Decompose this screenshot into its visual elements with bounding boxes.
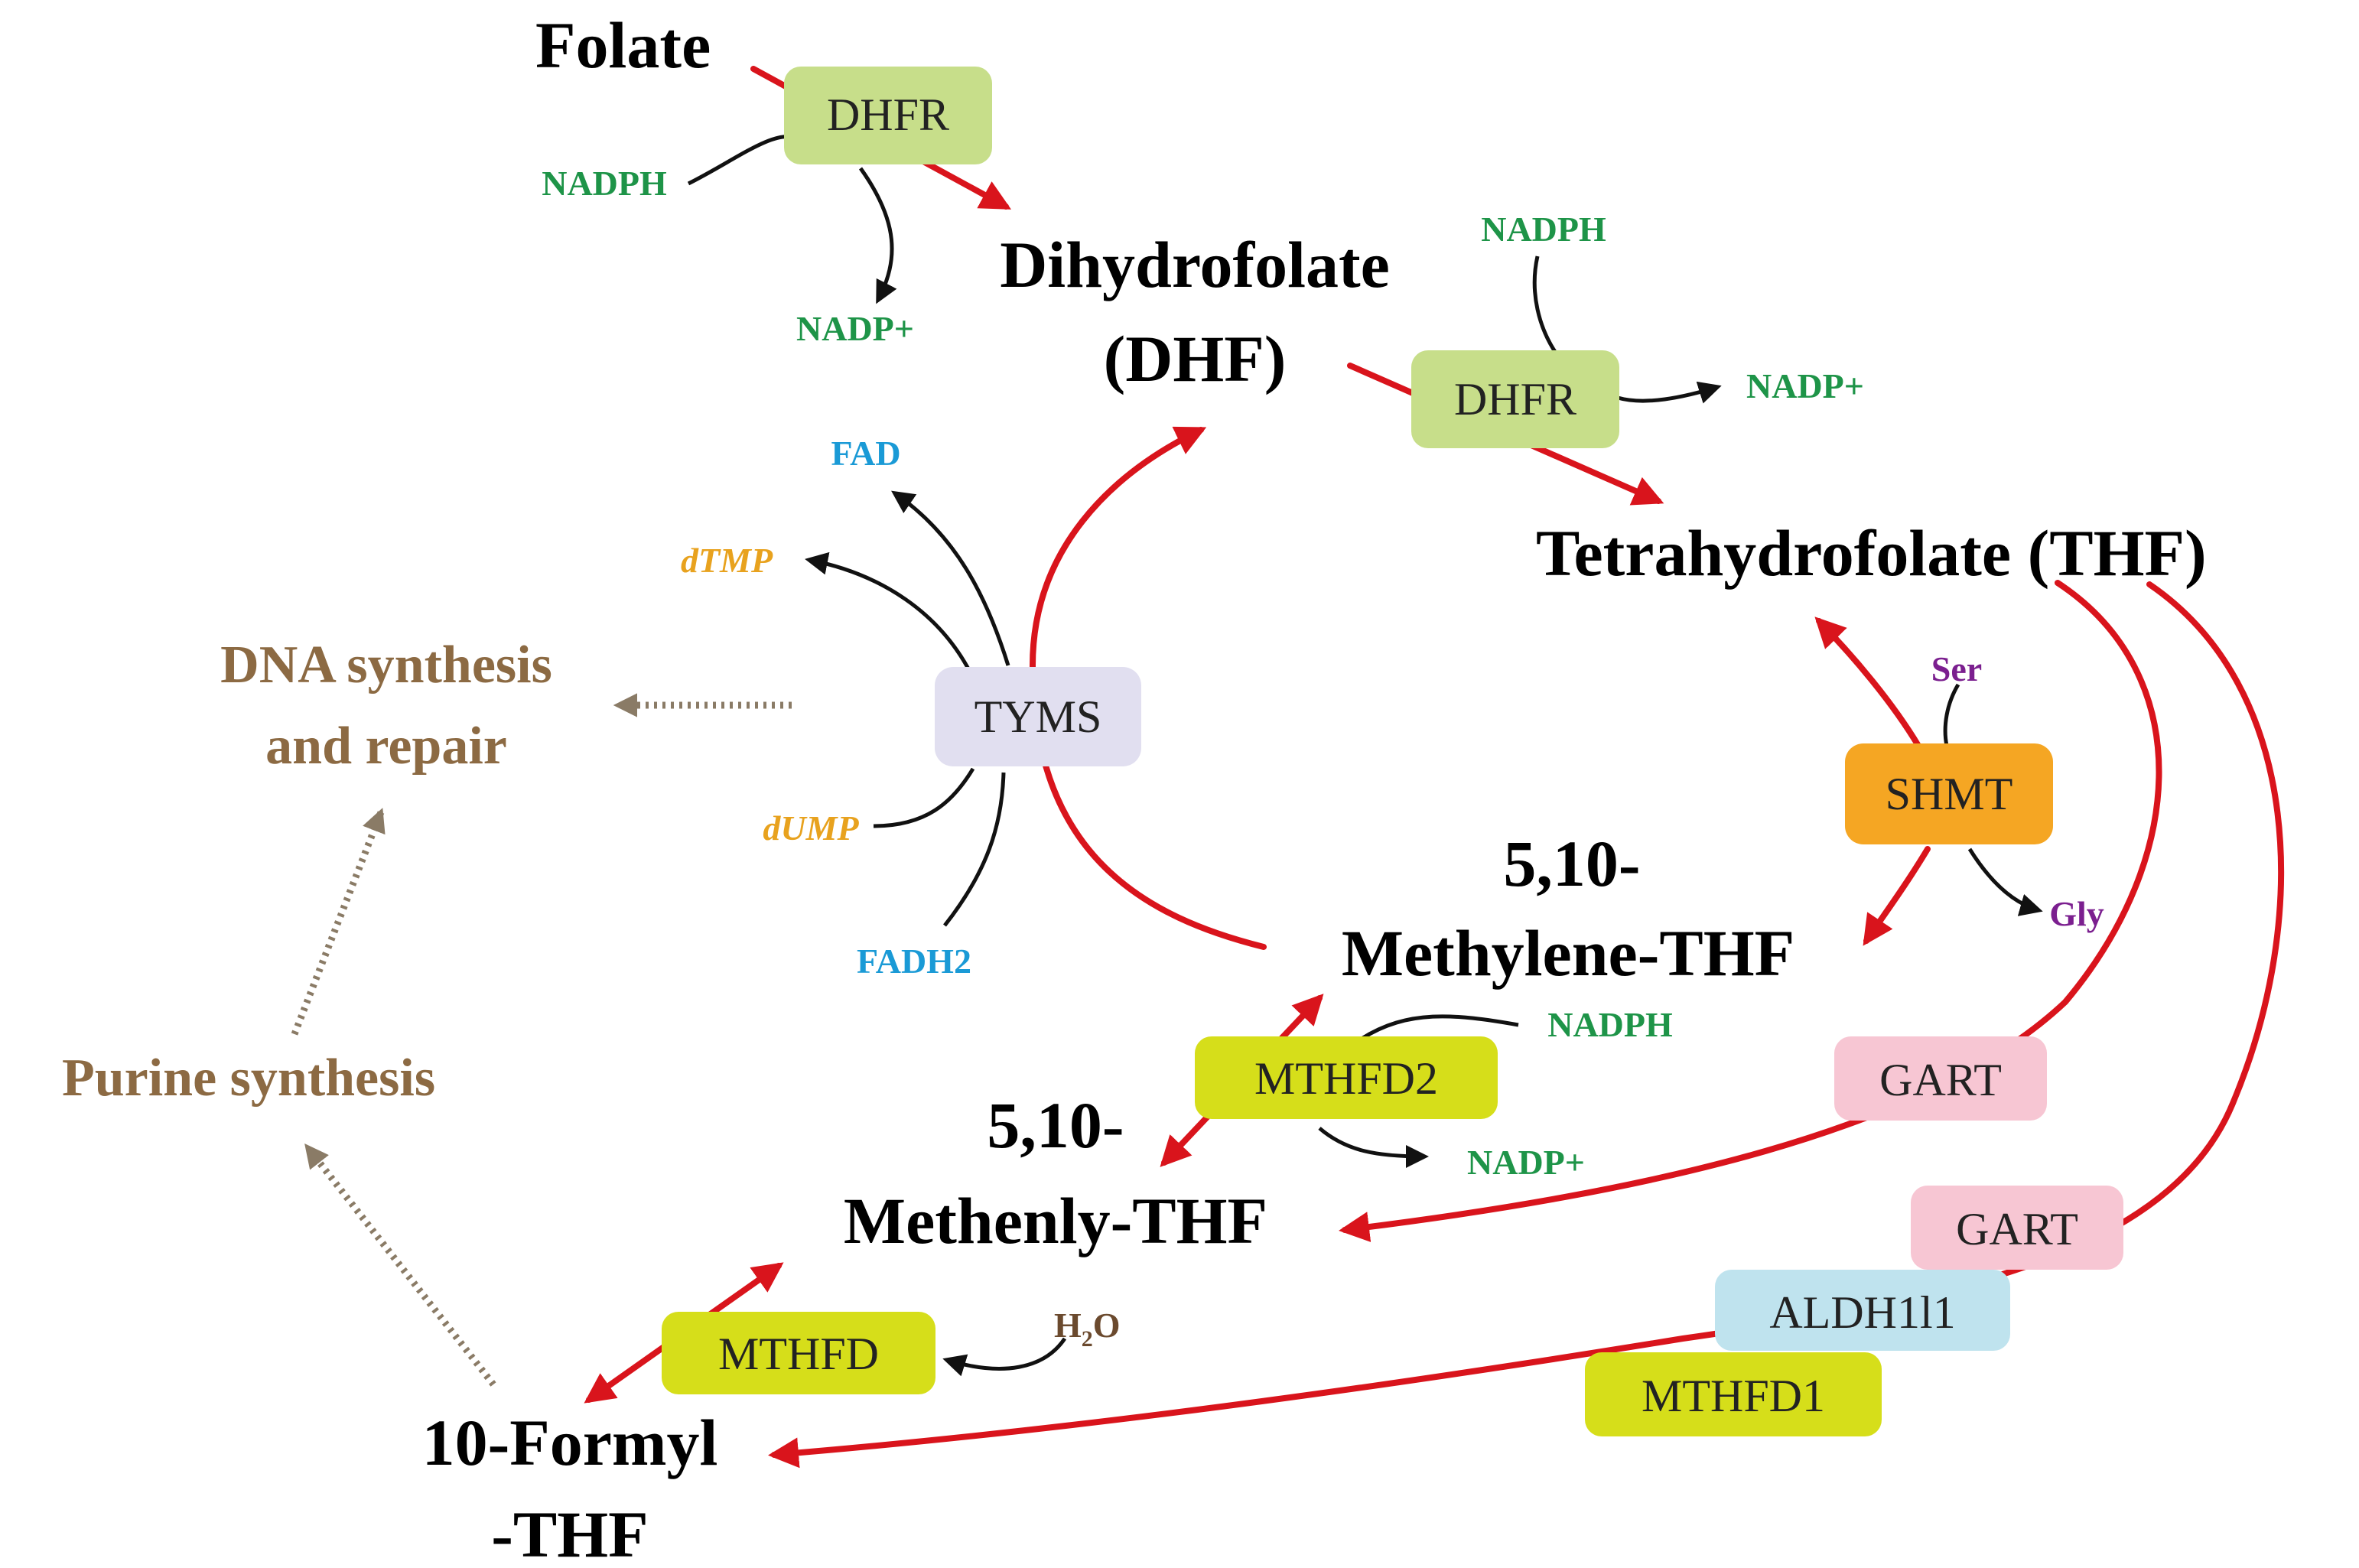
- enzyme-box: [1411, 350, 1619, 448]
- arrow-purine-to-dna-synthesis: [291, 808, 386, 1036]
- enzyme-box: [1715, 1270, 2010, 1351]
- enzyme-label: MTHFD1: [1642, 1371, 1825, 1421]
- metabolite-methenyl-line1: 5,10-: [987, 1088, 1124, 1162]
- arrow-fadh2-to-tyms: [943, 772, 1006, 927]
- cofactor-nadp-2: NADP+: [1746, 366, 1864, 405]
- metabolite-formyl-line2: -THF: [491, 1498, 648, 1568]
- enzyme-mthfd1: MTHFD1: [1585, 1352, 1882, 1436]
- arrow-shmt-to-gly: [1967, 847, 2043, 916]
- enzyme-box: [662, 1312, 935, 1394]
- enzyme-box: [935, 667, 1141, 766]
- arrow-nadph-to-dhfr1: [687, 135, 796, 186]
- cofactor-ser: Ser: [1931, 649, 1982, 688]
- enzyme-shmt: SHMT: [1845, 743, 2053, 844]
- enzyme-label: DHFR: [1454, 374, 1576, 425]
- cofactor-nadp-1: NADP+: [796, 309, 914, 348]
- enzyme-tyms: TYMS: [935, 667, 1141, 766]
- cofactor-nadph-1: NADPH: [542, 164, 667, 203]
- arrow-shmt-to-methylene: [1863, 846, 1931, 946]
- cofactor-nadph-3: NADPH: [1547, 1005, 1673, 1044]
- h2o-subscript: 2: [1082, 1326, 1093, 1352]
- enzyme-label: TYMS: [975, 691, 1102, 742]
- outcome-purine-synthesis: Purine synthesis: [62, 1049, 435, 1108]
- enzyme-box: [1845, 743, 2053, 844]
- enzyme-label: MTHFD2: [1254, 1053, 1438, 1104]
- enzyme-label: MTHFD: [718, 1329, 879, 1379]
- arrow-dump-to-tyms: [873, 767, 975, 828]
- enzyme-dhfr-1: DHFR: [784, 67, 992, 164]
- cofactor-h2o: H2O: [1054, 1306, 1121, 1352]
- arrow-dhfr2-to-nadp: [1617, 381, 1722, 404]
- metabolite-dhf-line2: (DHF): [1104, 322, 1287, 395]
- cofactor-fadh2: FADH2: [857, 942, 971, 981]
- cofactor-gly: Gly: [2049, 894, 2104, 933]
- metabolite-thf: Tetrahydrofolate (THF): [1536, 516, 2207, 590]
- arrow-dhfr1-to-nadp: [858, 167, 897, 304]
- enzyme-label: SHMT: [1886, 769, 2013, 819]
- enzyme-label: GART: [1956, 1204, 2078, 1254]
- arrow-h2o-to-mthfd: [942, 1337, 1067, 1377]
- arrow-tyms-to-dtmp: [805, 551, 975, 679]
- h2o-o: O: [1093, 1306, 1121, 1345]
- metabolite-methylene-line2: Methylene-THF: [1342, 916, 1794, 990]
- cofactor-dump: dUMP: [763, 808, 859, 847]
- enzyme-label: ALDH1l1: [1769, 1287, 1955, 1338]
- arrow-shmt-to-thf: [1814, 616, 1921, 749]
- arrow-ser-to-shmt: [1943, 683, 1960, 747]
- cofactor-nadp-3: NADP+: [1467, 1143, 1585, 1182]
- arrow-nadph-to-mthfd2: [1360, 1014, 1519, 1041]
- arrow-tyms-to-fad: [891, 490, 1010, 666]
- enzyme-mthfd2: MTHFD2: [1195, 1036, 1498, 1119]
- enzyme-label: DHFR: [827, 89, 949, 140]
- arrow-formyl-to-purine-synthesis: [304, 1143, 496, 1387]
- enzyme-box: [1195, 1036, 1498, 1119]
- metabolite-folate: Folate: [535, 8, 711, 82]
- arrow-mthfd2-to-nadp: [1318, 1127, 1429, 1168]
- metabolite-methenyl-line2: Methenly-THF: [844, 1184, 1267, 1257]
- enzyme-dhfr-2: DHFR: [1411, 350, 1619, 448]
- arrow-thf-to-methenyl-via-gart: [1339, 580, 2162, 1242]
- cofactor-nadph-2: NADPH: [1481, 210, 1606, 249]
- enzyme-box: [784, 67, 992, 164]
- arrow-nadph-to-dhfr2: [1532, 255, 1563, 361]
- enzyme-box: [1585, 1352, 1882, 1436]
- enzyme-mthfd: MTHFD: [662, 1312, 935, 1394]
- cofactor-fad: FAD: [831, 434, 900, 473]
- enzyme-gart-2: GART: [1911, 1186, 2123, 1270]
- enzyme-gart-1: GART: [1834, 1036, 2047, 1121]
- metabolite-methylene-line1: 5,10-: [1503, 827, 1640, 900]
- h2o-h: H: [1054, 1306, 1082, 1345]
- metabolite-formyl-line1: 10-Formyl: [422, 1406, 718, 1479]
- outcome-dna-synthesis-line1: DNA synthesis: [220, 636, 552, 695]
- cofactor-dtmp: dTMP: [681, 541, 773, 580]
- enzyme-aldh1l1: ALDH1l1: [1715, 1270, 2010, 1351]
- enzyme-label: GART: [1879, 1055, 2002, 1105]
- enzyme-box: [1834, 1036, 2047, 1121]
- metabolite-dhf-line1: Dihydrofolate: [1000, 228, 1390, 301]
- enzyme-box: [1911, 1186, 2123, 1270]
- outcome-dna-synthesis-line2: and repair: [265, 717, 507, 776]
